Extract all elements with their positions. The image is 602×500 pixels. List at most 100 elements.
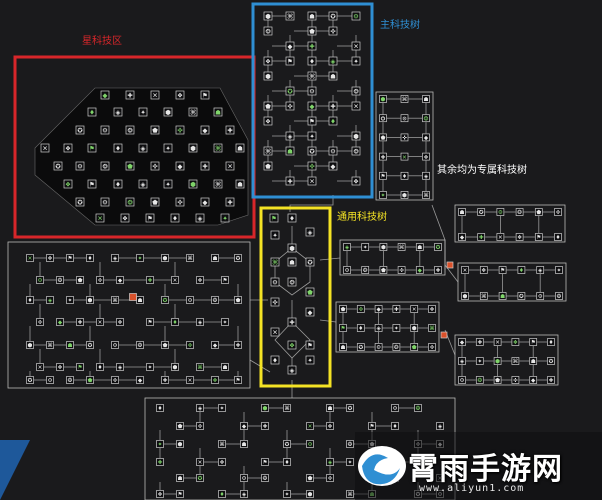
tech-node-icon[interactable]: ✪ — [285, 86, 295, 96]
tech-node-icon[interactable]: ♦ — [86, 254, 94, 263]
tech-node-icon[interactable]: ✚ — [547, 376, 555, 385]
tech-node-icon[interactable]: ⚙ — [391, 404, 399, 413]
tech-node-icon[interactable]: ⚙ — [270, 277, 280, 287]
tech-node-icon[interactable]: ⬟ — [339, 305, 347, 314]
tech-node-icon[interactable]: ⬢ — [263, 11, 273, 21]
tech-node-icon[interactable]: ❖ — [63, 179, 73, 189]
tech-node-icon[interactable]: ✦ — [307, 131, 317, 141]
tech-node-icon[interactable]: ✦ — [379, 191, 387, 200]
tech-node-icon[interactable]: ⚑ — [269, 213, 279, 223]
tech-node-icon[interactable]: ⬟ — [307, 26, 317, 36]
tech-node-icon[interactable]: ⬟ — [150, 125, 160, 135]
tech-node-icon[interactable]: ✕ — [400, 152, 409, 161]
tech-node-icon[interactable]: ✦ — [475, 357, 484, 366]
tech-node-icon[interactable]: ⬟ — [76, 276, 84, 285]
tech-node-icon[interactable]: ✜ — [36, 318, 44, 327]
tech-node-icon[interactable]: ♦ — [328, 116, 338, 126]
tech-node-icon[interactable]: ⌘ — [213, 179, 223, 189]
tech-node-icon[interactable]: ♦ — [87, 107, 97, 117]
tech-node-icon[interactable]: ✕ — [26, 254, 34, 263]
tech-node-icon[interactable]: ⚙ — [36, 276, 44, 285]
tech-node-icon[interactable]: ✜ — [175, 197, 185, 207]
tech-node-icon[interactable]: ✜ — [428, 343, 436, 352]
tech-node-icon[interactable]: ⌘ — [196, 363, 204, 372]
tech-node-icon[interactable]: ◈ — [328, 56, 338, 66]
tech-node-icon[interactable]: ♦ — [113, 179, 123, 189]
tech-node-icon[interactable]: ✚ — [200, 161, 210, 171]
tech-node-icon[interactable]: ⚑ — [234, 376, 242, 385]
tech-node-icon[interactable]: ⚙ — [351, 11, 361, 21]
tech-node-icon[interactable]: ✕ — [150, 90, 160, 100]
tech-node-icon[interactable]: ✜ — [397, 266, 406, 275]
tech-node-icon[interactable]: ✜ — [285, 101, 295, 111]
tech-node-icon[interactable]: ✕ — [40, 143, 50, 153]
tech-node-icon[interactable] — [446, 261, 454, 269]
tech-node-icon[interactable]: ✪ — [161, 296, 169, 305]
tech-node-icon[interactable]: ✕ — [95, 213, 105, 223]
tech-node-icon[interactable]: ❂ — [261, 474, 269, 483]
tech-node-icon[interactable]: ☗ — [285, 146, 295, 156]
tech-node-icon[interactable]: ⚑ — [285, 56, 295, 66]
tech-node-icon[interactable]: ❖ — [515, 233, 524, 242]
tech-node-icon[interactable]: ✪ — [305, 257, 315, 267]
tech-node-icon[interactable]: ☗ — [529, 357, 538, 366]
tech-node-icon[interactable]: ✦ — [220, 213, 230, 223]
tech-node-icon[interactable]: ❖ — [479, 266, 488, 275]
tech-node-icon[interactable]: ⚙ — [343, 266, 351, 275]
tech-node-icon[interactable]: ✕ — [351, 41, 361, 51]
tech-node-icon[interactable]: ♦ — [547, 338, 555, 347]
tech-node-icon[interactable]: ⌘ — [263, 146, 273, 156]
tech-node-icon[interactable]: ❖ — [326, 422, 334, 431]
tech-node-icon[interactable]: ◈ — [138, 143, 148, 153]
tech-node-icon[interactable]: ✪ — [477, 208, 486, 217]
tech-node-icon[interactable]: ☗ — [415, 243, 424, 252]
tech-node-icon[interactable]: ✦ — [361, 243, 370, 252]
tech-node-icon[interactable]: ✦ — [138, 107, 148, 117]
tech-node-icon[interactable]: ♦ — [170, 213, 180, 223]
tech-node-icon[interactable]: ☗ — [328, 71, 338, 81]
tech-node-icon[interactable]: ☗ — [339, 343, 347, 352]
tech-node-icon[interactable]: ✪ — [75, 197, 85, 207]
tech-node-icon[interactable]: ✕ — [410, 305, 419, 314]
tech-node-icon[interactable]: ✚ — [146, 276, 154, 285]
tech-node-icon[interactable]: ✪ — [328, 11, 338, 21]
tech-node-icon[interactable]: ⌘ — [285, 11, 295, 21]
tech-node-icon[interactable]: ⬢ — [461, 292, 469, 301]
tech-node-icon[interactable]: ⬟ — [410, 343, 419, 352]
tech-node-icon[interactable]: ◆ — [328, 161, 338, 171]
tech-node-icon[interactable]: ✪ — [346, 404, 354, 413]
tech-node-icon[interactable]: ⬢ — [171, 363, 179, 372]
tech-node-icon[interactable]: ⌘ — [346, 490, 354, 499]
tech-node-icon[interactable]: ⚑ — [146, 318, 154, 327]
tech-node-icon[interactable]: ⚙ — [536, 292, 545, 301]
tech-node-icon[interactable]: ✦ — [218, 404, 226, 413]
tech-node-icon[interactable]: ◆ — [211, 341, 219, 350]
tech-node-icon[interactable]: ⚙ — [328, 146, 338, 156]
tech-node-icon[interactable]: ❂ — [346, 440, 354, 449]
tech-node-icon[interactable]: ✦ — [221, 318, 229, 327]
tech-node-icon[interactable]: ✕ — [36, 363, 44, 372]
tech-node-icon[interactable]: ⬢ — [306, 490, 314, 499]
tech-node-icon[interactable]: ◆ — [458, 233, 466, 242]
tech-node-icon[interactable]: ⬢ — [161, 254, 169, 263]
tech-node-icon[interactable]: ◈ — [113, 107, 123, 117]
tech-node-icon[interactable]: ✜ — [554, 208, 562, 217]
tech-node-icon[interactable]: ◆ — [175, 161, 185, 171]
tech-node-icon[interactable]: ✕ — [461, 266, 469, 275]
tech-node-icon[interactable]: ◈ — [287, 365, 297, 375]
tech-node-icon[interactable]: ◈ — [46, 296, 54, 305]
tech-node-icon[interactable]: ⬟ — [379, 266, 388, 275]
tech-node-icon[interactable]: ❖ — [211, 376, 219, 385]
tech-node-icon[interactable]: ✚ — [285, 176, 295, 186]
tech-node-icon[interactable]: ☗ — [307, 11, 317, 21]
tech-node-icon[interactable]: ♦ — [517, 266, 526, 275]
tech-node-icon[interactable]: ♦ — [391, 422, 399, 431]
tech-node-icon[interactable]: ⌘ — [188, 107, 198, 117]
tech-node-icon[interactable]: ✪ — [196, 474, 204, 483]
tech-node-icon[interactable]: ❂ — [555, 292, 563, 301]
tech-node-icon[interactable]: ⚑ — [307, 116, 317, 126]
tech-node-icon[interactable]: ✜ — [270, 297, 280, 307]
tech-node-icon[interactable]: ✦ — [66, 296, 74, 305]
tech-node-icon[interactable]: ✚ — [161, 376, 169, 385]
tech-node-icon[interactable]: ⬟ — [161, 341, 169, 350]
